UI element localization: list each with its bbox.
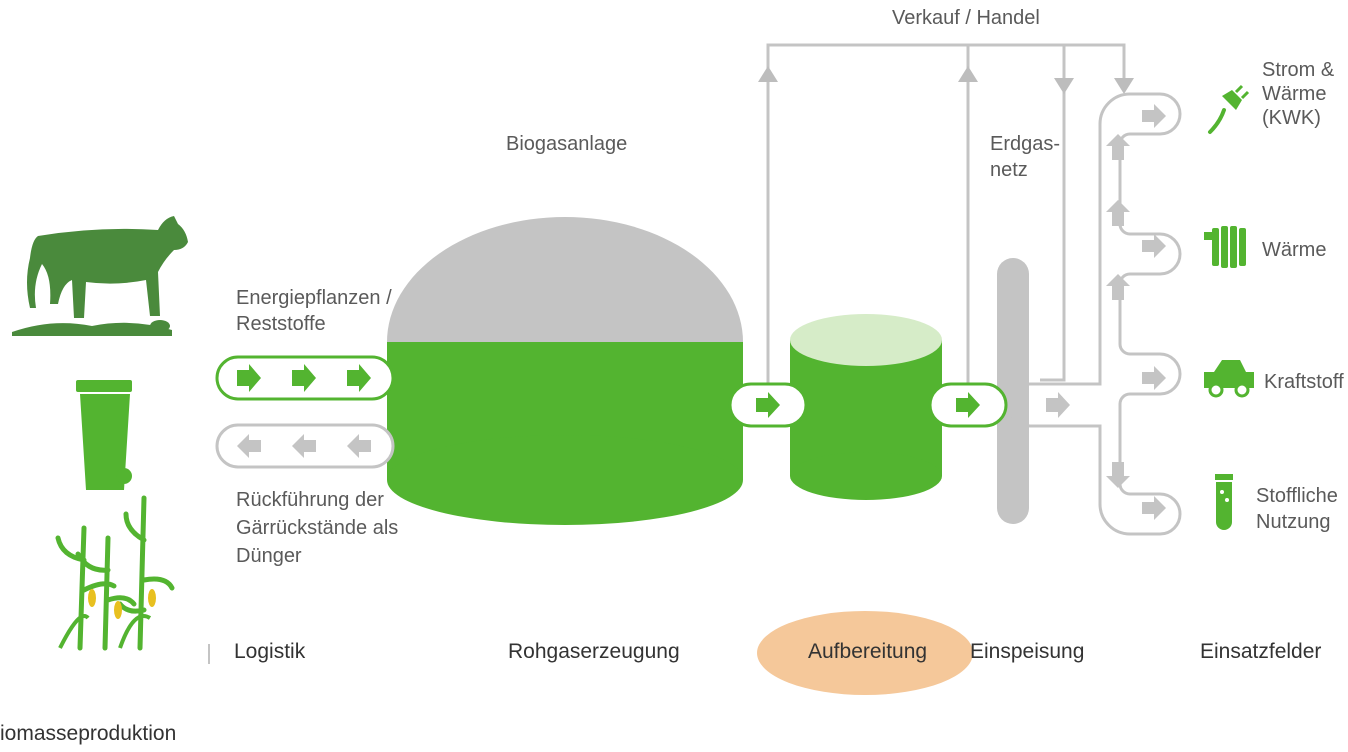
trade-arrows	[758, 66, 1134, 94]
label-strom-1: Strom &	[1262, 59, 1335, 81]
connector-digester-upgrading	[728, 382, 808, 428]
label-energiepflanzen-2: Reststoffe	[236, 313, 326, 335]
corn-plants-icon	[55, 495, 175, 651]
stage-rohgaserzeugung: Rohgaserzeugung	[508, 640, 680, 663]
label-rueckfuehrung-3: Dünger	[236, 545, 302, 567]
label-rueckfuehrung-2: Gärrückstände als	[236, 517, 399, 539]
stage-einspeisung: Einspeisung	[970, 640, 1085, 663]
label-erdgasnetz-1: Erdgas-	[990, 133, 1061, 155]
waste-bin-icon	[76, 380, 132, 490]
radiator-icon	[1204, 226, 1246, 268]
label-strom-3: (KWK)	[1262, 107, 1321, 129]
label-biogasanlage: Biogasanlage	[506, 133, 628, 155]
trade-lines	[766, 43, 1126, 390]
label-strom-2: Wärme	[1262, 83, 1327, 105]
stage-einsatzfelder: Einsatzfelder	[1200, 640, 1322, 663]
label-rueckfuehrung-1: Rückführung der	[236, 489, 384, 511]
return-pipe	[215, 423, 395, 469]
connector-upgrading-grid	[928, 382, 1008, 428]
stage-logistik: Logistik	[234, 640, 306, 663]
label-stoffliche-1: Stoffliche	[1256, 485, 1338, 507]
upgrading-tank	[790, 314, 942, 500]
cow-icon	[12, 216, 188, 336]
label-stoffliche-2: Nutzung	[1256, 511, 1331, 533]
test-tube-icon	[1215, 474, 1233, 530]
label-erdgasnetz-2: netz	[990, 159, 1028, 181]
distribution-manifold	[1007, 92, 1182, 536]
label-kraftstoff: Kraftstoff	[1264, 371, 1344, 393]
label-waerme: Wärme	[1262, 239, 1327, 261]
stage-aufbereitung: Aufbereitung	[808, 640, 928, 663]
label-energiepflanzen-1: Energiepflanzen /	[236, 287, 392, 309]
label-verkauf-handel: Verkauf / Handel	[892, 7, 1040, 29]
input-pipe	[215, 355, 395, 401]
manifold-arrows	[1046, 104, 1166, 520]
plug-icon	[1208, 84, 1250, 134]
aufbereitung-highlight	[757, 611, 973, 695]
stage-biomasseproduktion: iomasseproduktion	[0, 722, 177, 745]
car-icon	[1204, 360, 1254, 398]
digester-tank	[387, 217, 743, 525]
